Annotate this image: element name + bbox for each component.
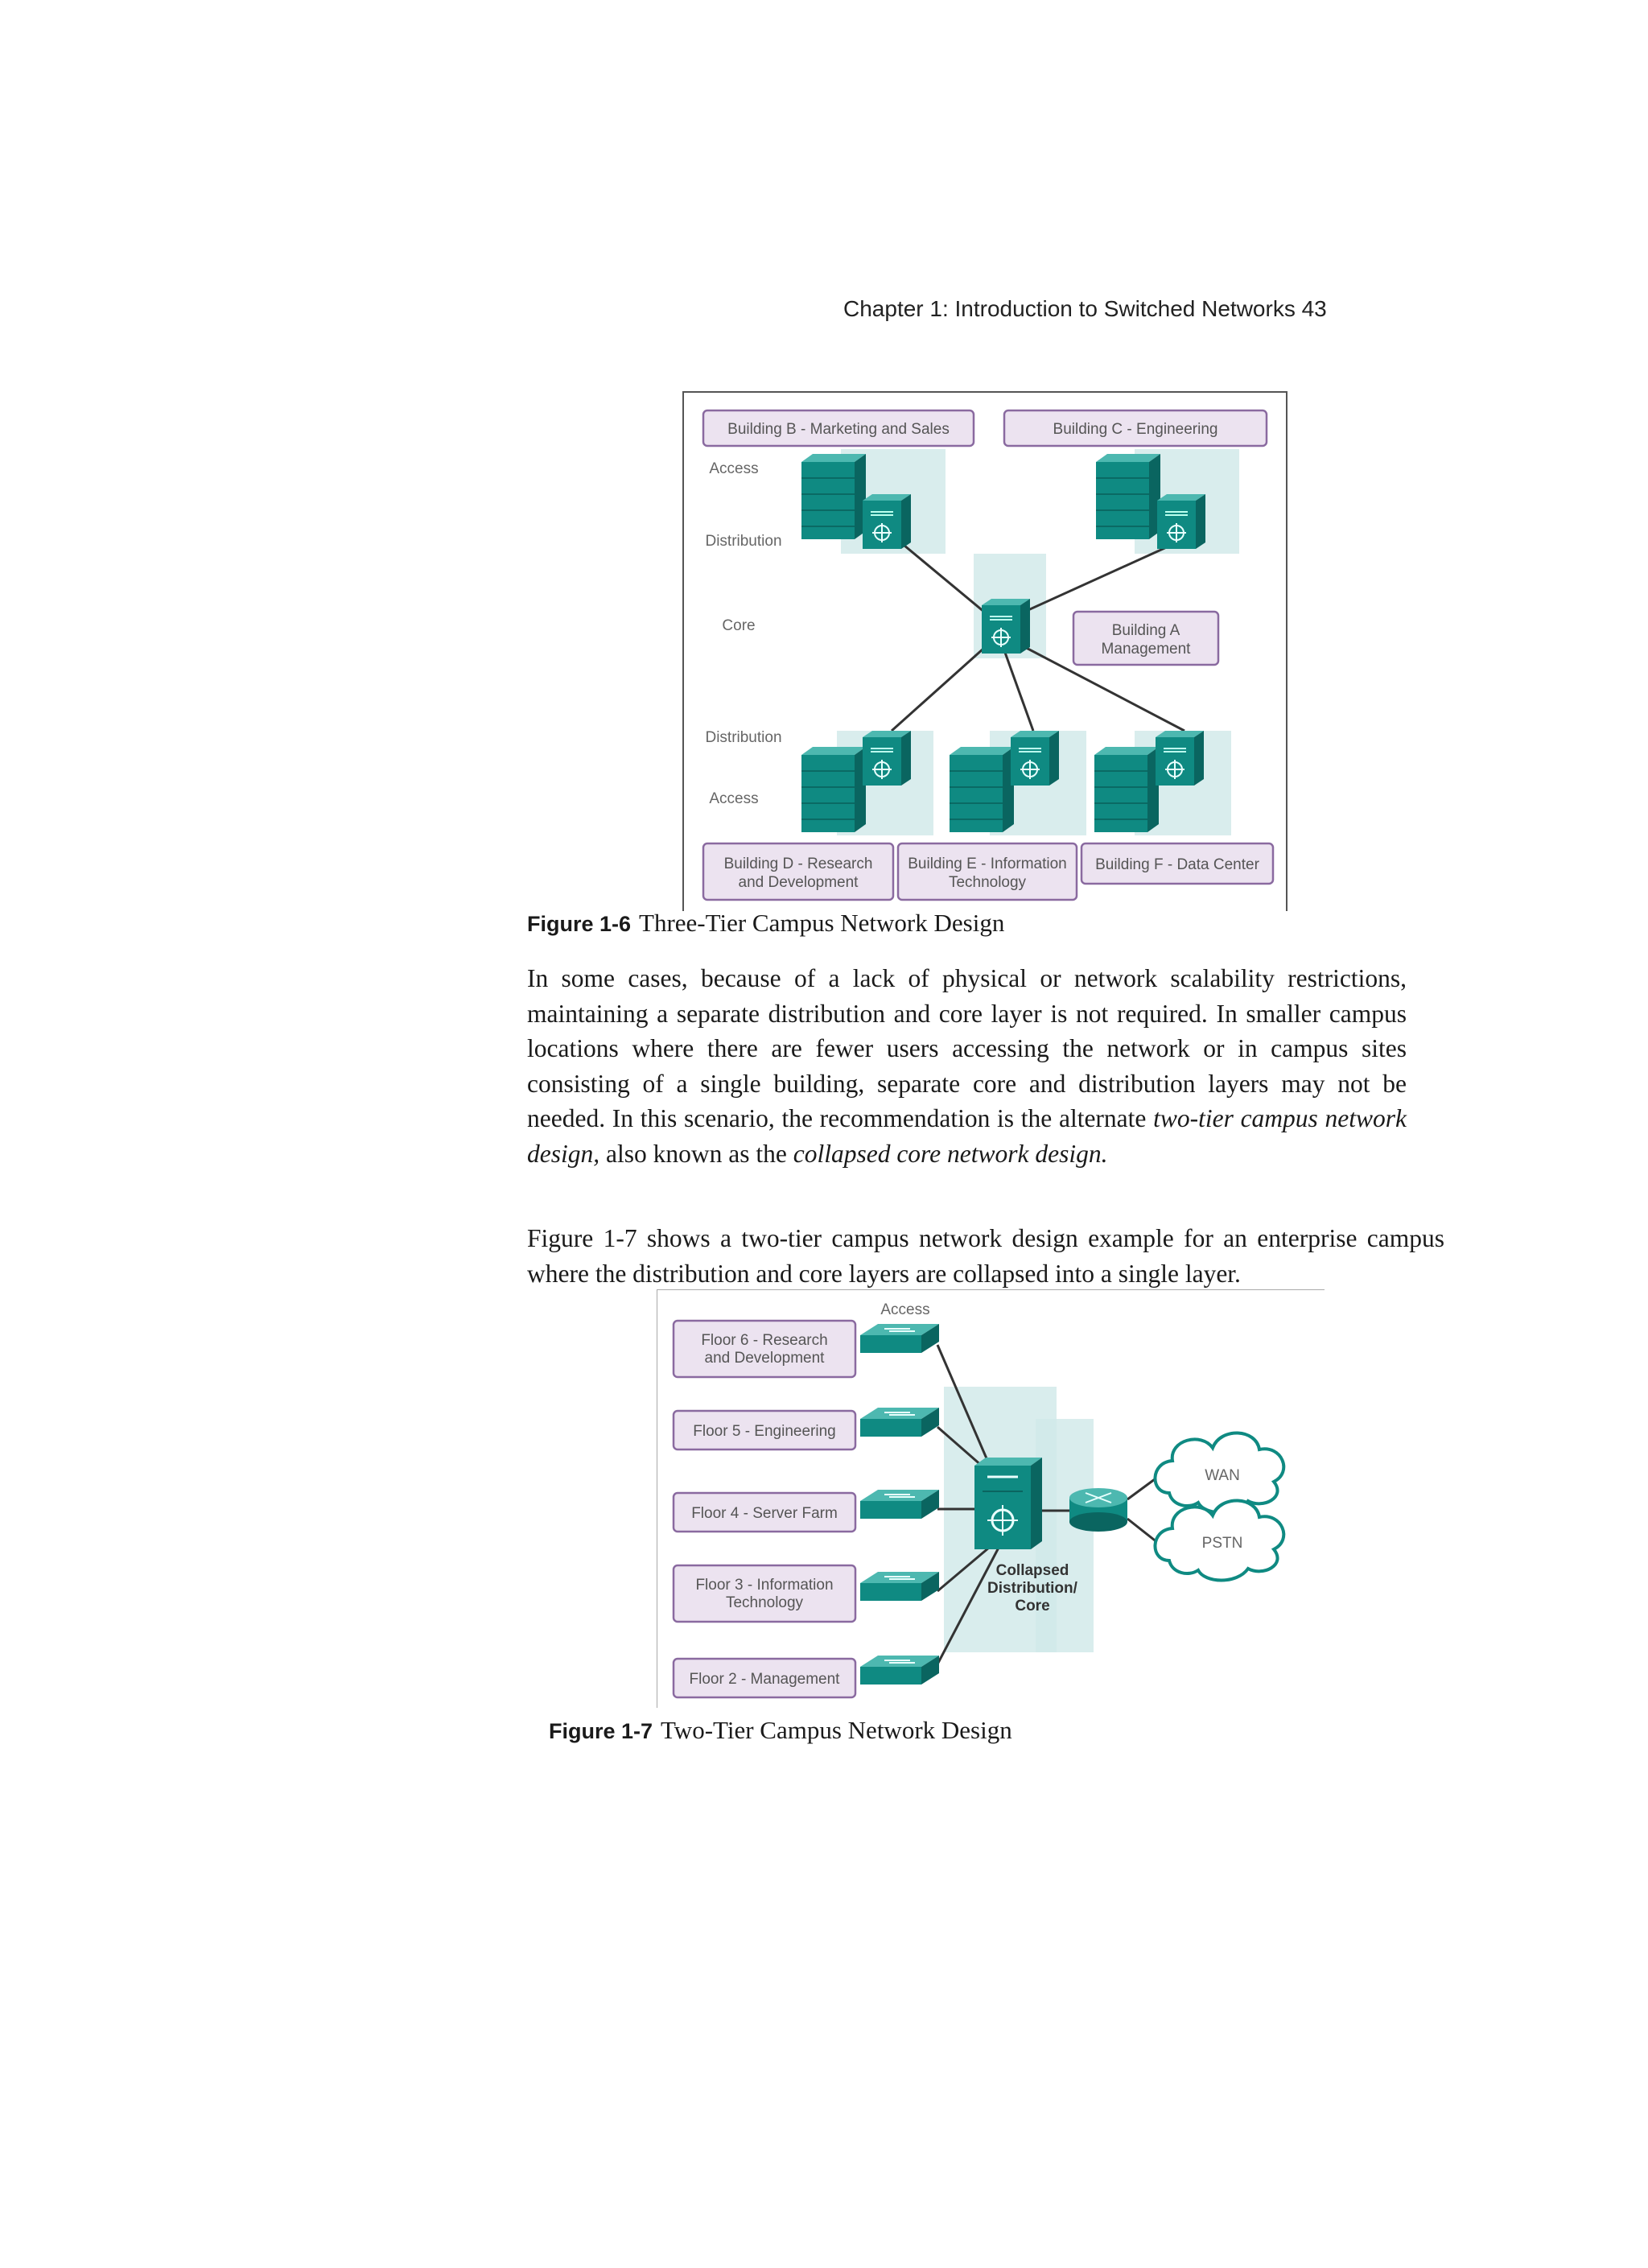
building-c-label: Building C - Engineering xyxy=(1053,421,1218,438)
floor-6-access-switch xyxy=(859,1323,940,1354)
floor-5-box xyxy=(672,1409,857,1451)
floor-3-box xyxy=(672,1564,857,1623)
building-e-distribution-switch xyxy=(1010,730,1060,786)
pstn-label: PSTN xyxy=(1202,1535,1243,1552)
building-a-label-line2: Management xyxy=(1102,641,1192,658)
floor-2-label: Floor 2 - Management xyxy=(690,1671,841,1688)
body-paragraph-1: In some cases, because of a lack of phys… xyxy=(527,961,1407,1171)
building-b-distribution-switch xyxy=(862,493,912,550)
link-c-core xyxy=(1013,536,1189,618)
body-paragraph-2: Figure 1-7 shows a two-tier campus netwo… xyxy=(527,1224,1444,1288)
floor-4-label: Floor 4 - Server Farm xyxy=(691,1505,838,1522)
link-f3-core xyxy=(937,1546,990,1593)
building-f-box xyxy=(1080,842,1275,885)
building-c-access-switch-stack xyxy=(1095,453,1161,540)
building-e-label-line2: Technology xyxy=(949,874,1027,891)
figure-1-6-diagram: Building B - Marketing and Sales Buildin… xyxy=(682,391,1288,911)
building-e-label-line1: Building E - Information xyxy=(908,856,1067,872)
three-tier-diagram: Building B - Marketing and Sales Buildin… xyxy=(702,409,1275,901)
floor-3-label-line2: Technology xyxy=(726,1594,804,1611)
link-core-d xyxy=(890,647,985,732)
building-c-box xyxy=(1003,409,1268,447)
collapsed-label-line1: Collapsed xyxy=(996,1562,1069,1579)
building-f-access-switch-stack xyxy=(1094,746,1160,833)
building-d-label-line1: Building D - Research xyxy=(724,856,873,872)
floor-4-access-switch xyxy=(859,1489,940,1520)
floor-5-access-switch xyxy=(859,1407,940,1437)
tier-core: Core xyxy=(722,617,755,634)
building-d-distribution-switch xyxy=(862,730,912,786)
floor-6-label-line1: Floor 6 - Research xyxy=(701,1332,827,1349)
link-router-wan xyxy=(1127,1475,1159,1501)
building-a-label-line1: Building A xyxy=(1112,622,1180,639)
building-b-label: Building B - Marketing and Sales xyxy=(727,421,950,438)
link-core-e xyxy=(1003,649,1035,732)
figure-1-7-title: Two-Tier Campus Network Design xyxy=(661,1716,1012,1744)
collapsed-core-switch xyxy=(974,1458,1042,1549)
building-d-box xyxy=(702,842,895,901)
tier-distribution-top: Distribution xyxy=(705,533,781,550)
access-label: Access xyxy=(880,1301,929,1318)
floor-2-box xyxy=(672,1657,857,1699)
link-core-f xyxy=(1015,641,1185,732)
building-c-distribution-switch xyxy=(1156,493,1206,550)
floor-5-label: Floor 5 - Engineering xyxy=(693,1423,835,1440)
two-tier-diagram: Access Floor 6 - Research and Developmen… xyxy=(672,1301,1286,1699)
paragraph-1-text-a: In some cases, because of a lack of phys… xyxy=(527,964,1407,1132)
figure-1-6-caption: Figure 1-6 Three-Tier Campus Network Desi… xyxy=(527,909,1004,938)
tier-distribution-bottom: Distribution xyxy=(705,729,781,746)
figure-1-6-number: Figure 1-6 xyxy=(527,912,632,936)
building-e-box xyxy=(896,842,1078,901)
floor-2-access-switch xyxy=(859,1655,940,1685)
building-d-label-line2: and Development xyxy=(739,874,859,891)
running-head: Chapter 1: Introduction to Switched Netw… xyxy=(843,296,1327,321)
building-backdrop-2 xyxy=(1036,1419,1094,1652)
figure-1-7-caption: Figure 1-7 Two-Tier Campus Network Design xyxy=(549,1716,1012,1745)
floor-3-access-switch xyxy=(859,1571,940,1602)
router-icon xyxy=(1069,1488,1127,1532)
building-b-access-switch-stack xyxy=(801,453,867,540)
paragraph-1-term-two-tier: two-tier campus network design, xyxy=(527,1104,1407,1168)
link-router-pstn xyxy=(1127,1517,1159,1544)
building-f-label: Building F - Data Center xyxy=(1095,856,1259,873)
link-f2-core xyxy=(929,1547,1000,1677)
paragraph-1-text-b: also known as the xyxy=(599,1139,793,1168)
link-b-core xyxy=(894,536,991,618)
building-b-box xyxy=(702,409,975,447)
collapsed-label-line2: Distribution/ xyxy=(987,1580,1078,1597)
building-d-access-switch-stack xyxy=(801,746,867,833)
collapsed-label-line3: Core xyxy=(1015,1598,1049,1614)
floor-6-box xyxy=(672,1319,857,1379)
building-f-distribution-switch xyxy=(1155,730,1205,786)
floor-6-label-line2: and Development xyxy=(705,1350,826,1367)
figure-1-7-number: Figure 1-7 xyxy=(549,1719,653,1743)
figure-1-7-diagram: Access Floor 6 - Research and Developmen… xyxy=(657,1289,1325,1708)
figure-1-6-title: Three-Tier Campus Network Design xyxy=(639,909,1005,937)
wan-label: WAN xyxy=(1205,1467,1240,1484)
tier-access-bottom: Access xyxy=(709,790,758,807)
building-a-box xyxy=(1072,610,1220,666)
tier-access-top: Access xyxy=(709,460,758,477)
paragraph-1-term-collapsed-core: collapsed core network design. xyxy=(793,1139,1108,1168)
building-e-access-switch-stack xyxy=(949,746,1015,833)
floor-4-box xyxy=(672,1491,857,1533)
floor-3-label-line1: Floor 3 - Information xyxy=(695,1577,833,1594)
core-switch xyxy=(981,598,1031,654)
pstn-cloud-icon xyxy=(1153,1499,1286,1582)
link-f6-core xyxy=(936,1344,991,1465)
